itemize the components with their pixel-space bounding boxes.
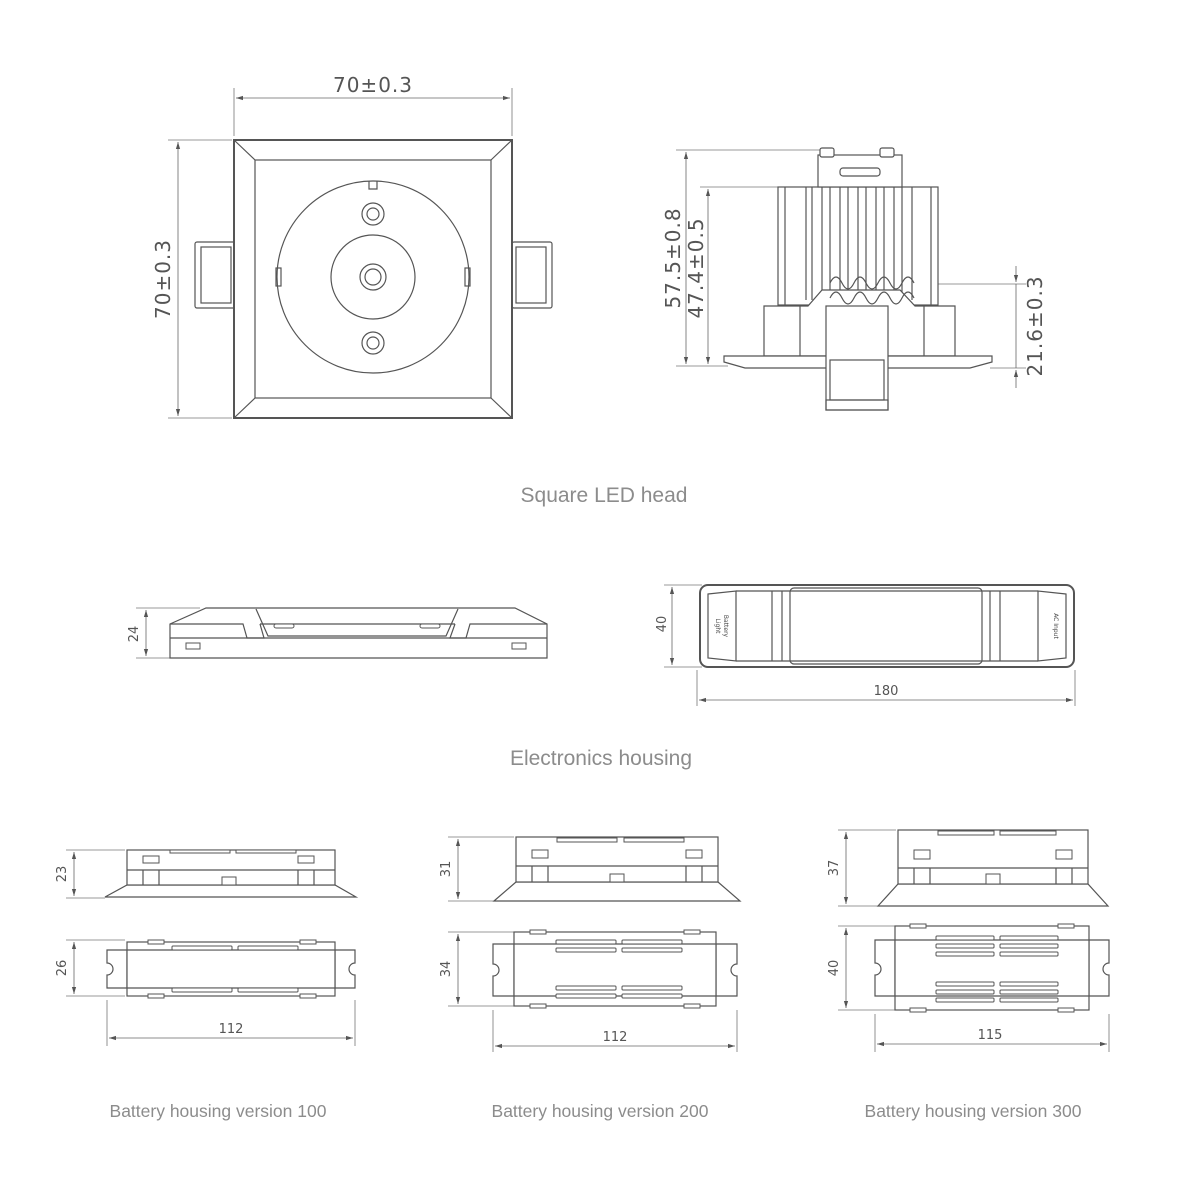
battery-300-caption: Battery housing version 300 [865,1101,1082,1121]
battery-100-caption: Battery housing version 100 [110,1101,327,1121]
ac-input-label: AC Input [1052,613,1059,639]
electronics-housing-caption: Electronics housing [510,747,692,770]
light-label: Light [714,619,721,635]
led-head-side-view: 57.5±0.8 47.4±0.5 21.6±0.3 [661,147,1047,411]
battery-300-height-dim: 37 [827,860,842,877]
side-body-height-dim: 47.4±0.5 [684,217,708,318]
battery-200-caption: Battery housing version 200 [492,1101,709,1121]
battery-200-height-dim: 31 [439,861,454,878]
electronics-height-dim: 24 [127,626,142,643]
battery-label: Battery [722,615,729,638]
battery-housing-100: 23 26 112 [55,849,359,1046]
led-head-front-view: 70±0.3 70±0.3 [151,73,553,419]
battery-200-width-dim: 34 [439,961,454,978]
electronics-length-dim: 180 [874,684,899,699]
battery-100-length-dim: 112 [219,1022,244,1037]
side-spring-height-dim: 21.6±0.3 [1023,275,1047,376]
electronics-housing-top-view: 40 180 Light Battery AC Input [655,584,1076,706]
led-head-height-dim: 70±0.3 [151,239,175,319]
battery-200-length-dim: 112 [603,1030,628,1045]
electronics-housing-side-view: 24 [127,607,548,659]
battery-100-width-dim: 26 [55,960,70,977]
led-head-caption: Square LED head [521,484,688,507]
battery-300-width-dim: 40 [827,960,842,977]
side-total-height-dim: 57.5±0.8 [661,207,685,308]
electronics-width-dim: 40 [655,616,670,633]
led-head-width-dim: 70±0.3 [333,73,413,97]
battery-100-height-dim: 23 [55,866,70,883]
battery-housing-300: 37 40 11 [827,829,1110,1052]
battery-300-length-dim: 115 [978,1028,1003,1043]
battery-housing-200: 31 34 112 [439,836,742,1052]
